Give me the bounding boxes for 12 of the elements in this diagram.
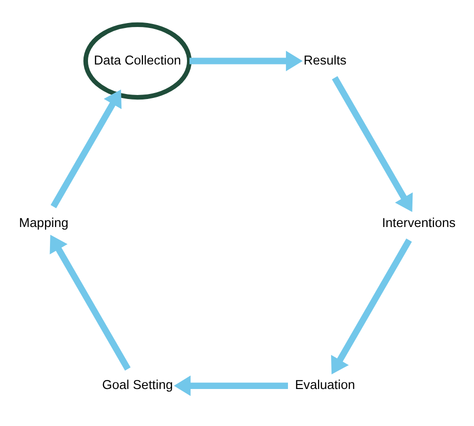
node-text: Goal Setting xyxy=(102,376,173,392)
arrow xyxy=(50,234,131,370)
node-ellipse: Data Collection xyxy=(83,22,192,100)
arrow xyxy=(331,238,412,374)
node-text: Evaluation xyxy=(294,376,356,392)
arrow xyxy=(174,375,288,396)
arrow xyxy=(50,89,122,208)
node-text: Interventions xyxy=(382,214,456,230)
node-text: Results xyxy=(304,52,346,67)
arrow xyxy=(189,50,303,71)
node-text: Mapping xyxy=(19,214,68,230)
arrow xyxy=(332,76,413,212)
